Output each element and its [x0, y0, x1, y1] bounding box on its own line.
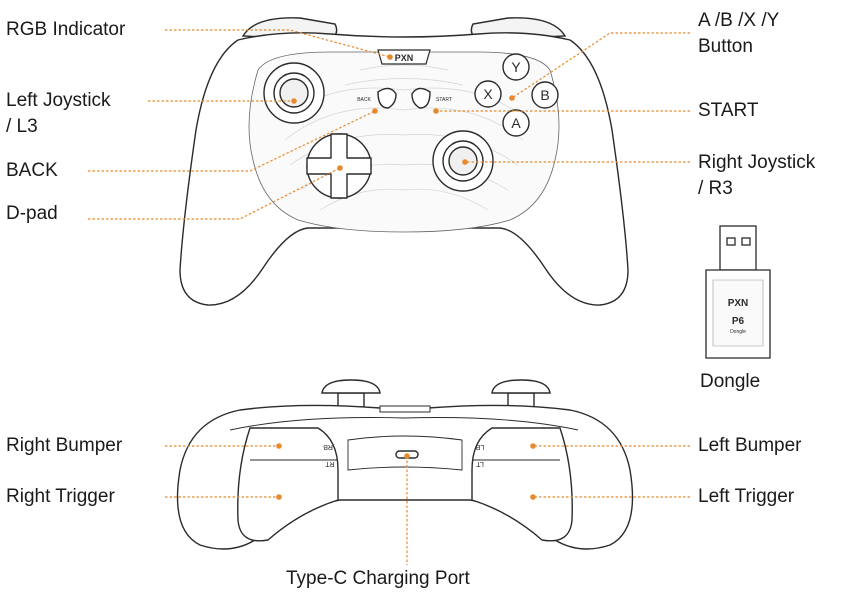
rt-text: RT [325, 460, 335, 467]
start-small-label: START [436, 97, 452, 103]
back-label: BACK [6, 160, 58, 181]
y-button [502, 53, 530, 81]
dongle-logo: PXN [728, 298, 749, 309]
x-button [474, 80, 502, 108]
back-small-label: BACK [357, 97, 371, 103]
lb-text: LB [475, 443, 484, 450]
right-trigger-panel [237, 427, 339, 542]
rgb-indicator-label: RGB Indicator [6, 19, 126, 40]
dongle-model: P6 [732, 316, 745, 327]
dongle [705, 225, 771, 359]
b-letter: B [540, 87, 549, 103]
left-joystick-label-l3: / L3 [6, 116, 38, 137]
a-letter: A [511, 115, 521, 131]
lt-text: LT [475, 460, 483, 467]
logo-text: PXN [395, 53, 414, 63]
leader-dots [276, 54, 536, 500]
abxy-label: A /B /X /Y [698, 10, 780, 31]
y-letter: Y [511, 59, 521, 75]
right-trigger-label: Right Trigger [6, 486, 115, 507]
dongle-label: Dongle [700, 371, 761, 392]
left-joystick-label: Left Joystick [6, 90, 111, 111]
a-button [502, 109, 530, 137]
start-label: START [698, 100, 759, 121]
type-c-label: Type-C Charging Port [286, 568, 470, 589]
back-button [377, 87, 397, 109]
left-trigger-label: Left Trigger [698, 486, 795, 507]
leader-lines [88, 29, 690, 565]
right-joystick-label: Right Joystick [698, 152, 816, 173]
abxy-label-button: Button [698, 36, 753, 57]
right-joystick-label-r3: / R3 [698, 178, 733, 199]
dongle-sub: Dongle [730, 329, 746, 335]
rb-text: RB [323, 443, 333, 450]
dpad-label: D-pad [6, 203, 58, 224]
left-trigger-panel [471, 427, 573, 542]
rgb-indicator [377, 49, 431, 65]
b-button [531, 81, 559, 109]
controller-back-view [176, 379, 634, 550]
x-letter: X [483, 86, 493, 102]
start-button [411, 87, 431, 109]
left-bumper-label: Left Bumper [698, 435, 802, 456]
right-bumper-label: Right Bumper [6, 435, 123, 456]
